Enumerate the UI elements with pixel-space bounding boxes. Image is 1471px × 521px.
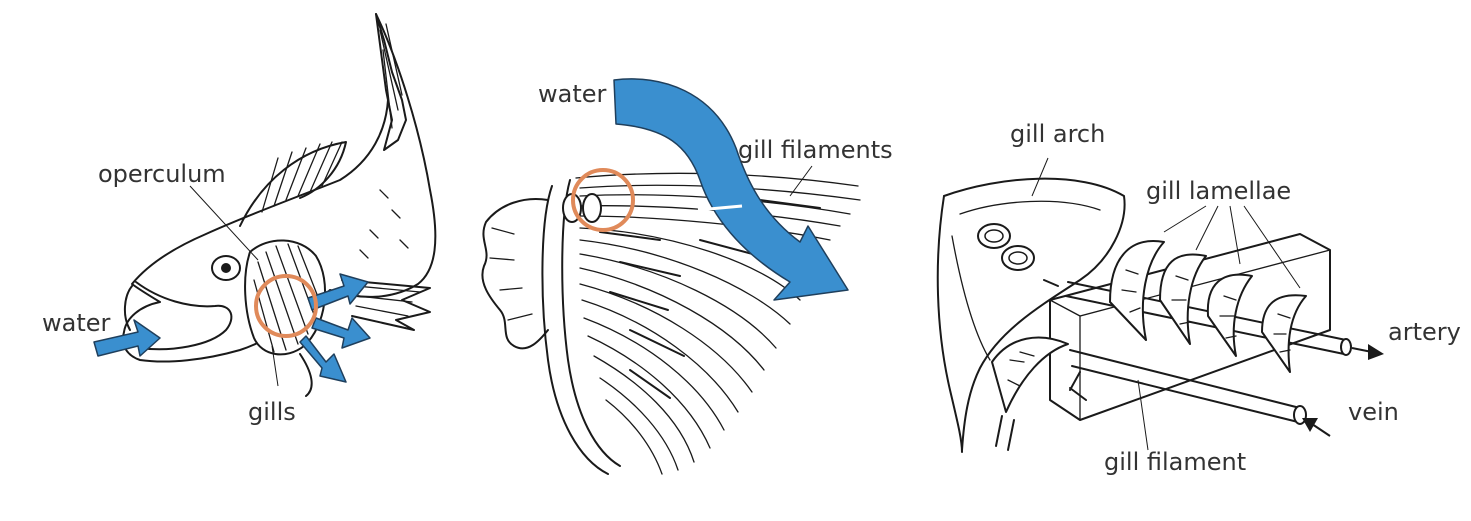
water-out-arrow-lower	[299, 335, 347, 383]
artery-label: artery	[1388, 318, 1461, 346]
gill-filament-leader	[1137, 379, 1149, 451]
gill-filaments-panel: water gill filaments	[481, 78, 893, 475]
fish-water-label: water	[42, 309, 111, 337]
flow-water-label: water	[538, 80, 607, 108]
operculum-leader	[189, 185, 259, 261]
operculum-label: operculum	[98, 160, 226, 188]
gill-filaments-leader	[789, 165, 813, 197]
gill-arch-label: gill arch	[1010, 120, 1105, 148]
gill-arch-detail-panel: gill arch gill lamellae artery vein gill…	[936, 120, 1461, 476]
fish-illustration	[122, 13, 437, 397]
gill-filaments-label: gill filaments	[738, 136, 893, 164]
gills-label: gills	[248, 398, 296, 426]
gill-lamellae-label: gill lamellae	[1146, 177, 1291, 205]
water-flow-arrow	[613, 78, 849, 301]
gill-arch-fan-illustration	[481, 172, 861, 475]
water-out-arrow-middle	[311, 317, 371, 349]
gill-lamellae-leaders	[1163, 205, 1301, 289]
filaments-highlight-ring	[571, 168, 635, 232]
gill-arch-detail-illustration	[936, 177, 1352, 453]
fish-panel: water operculum gills	[42, 13, 437, 426]
water-out-arrow-upper	[307, 273, 369, 311]
gills-leader	[271, 345, 279, 387]
gill-filament-label: gill filament	[1104, 448, 1246, 476]
water-in-arrow	[93, 319, 161, 357]
gills-highlight-ring	[254, 274, 318, 338]
vein-flow-arrow	[1311, 423, 1331, 437]
vein-label: vein	[1348, 398, 1399, 426]
gill-arch-leader	[1031, 157, 1049, 197]
